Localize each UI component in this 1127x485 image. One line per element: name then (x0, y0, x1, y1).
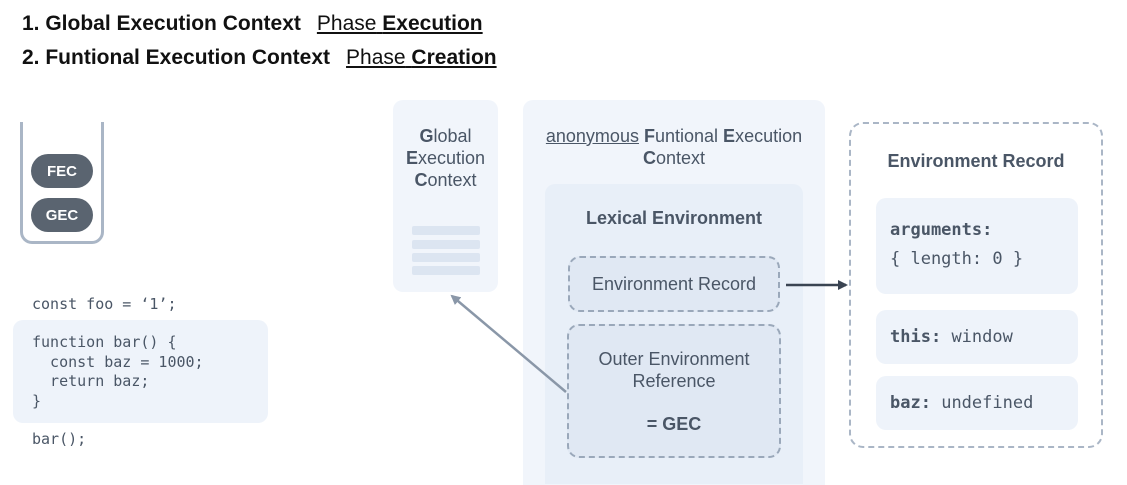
stack-item-gec: GEC (31, 198, 93, 232)
env-item-arguments: arguments: { length: 0 } (876, 198, 1078, 294)
env-value: window (951, 327, 1013, 347)
outer-environment-label: Outer Environment Reference (598, 349, 750, 391)
title-word: xecution (735, 126, 803, 146)
title-initial: C (414, 170, 428, 190)
heading-phase: Phase Creation (346, 46, 497, 69)
environment-record-panel: Environment Record arguments: { length: … (849, 122, 1103, 448)
code-function-bar: function bar() { const baz = 1000; retur… (32, 333, 204, 410)
gec-title: Global Execution Context (393, 125, 498, 191)
phase-word: Phase (316, 12, 377, 35)
lexical-environment-title: Lexical Environment (585, 208, 763, 228)
call-stack: FEC GEC (20, 122, 104, 244)
title-word: ontext (427, 170, 477, 190)
stack-item-fec: FEC (31, 154, 93, 188)
phase-word: Phase (346, 46, 406, 69)
title-word: lobal (433, 126, 472, 146)
lexical-environment-panel: Lexical Environment Environment Record O… (545, 184, 803, 484)
env-item-baz: baz: undefined (876, 376, 1078, 430)
title-initial: F (643, 126, 655, 146)
env-key: baz: (890, 393, 931, 413)
phase-value: Execution (382, 12, 483, 35)
title-word: ontext (655, 148, 706, 168)
env-item-this: this: window (876, 310, 1078, 364)
env-key: this: (890, 327, 942, 347)
heading-phase: Phase Execution (317, 12, 483, 35)
title-word: xecution (417, 148, 486, 168)
title-initial: G (419, 126, 434, 146)
title-word: untional (654, 126, 719, 146)
memory-line (412, 266, 480, 275)
heading-title: 2. Funtional Execution Context (22, 46, 331, 69)
memory-line (412, 240, 480, 249)
code-line-call: bar(); (32, 430, 87, 448)
title-initial: C (642, 148, 656, 168)
code-block-highlight (13, 320, 268, 423)
env-value: undefined (941, 393, 1034, 413)
environment-record-title: Environment Record (887, 151, 1065, 171)
env-value: { length: 0 } (890, 249, 1024, 269)
memory-line (412, 253, 480, 262)
env-key: arguments: (890, 220, 993, 240)
title-initial: E (405, 148, 418, 168)
title-initial: E (723, 126, 736, 146)
outer-environment-value: = GEC (646, 414, 702, 434)
environment-record-box: Environment Record (568, 256, 780, 312)
heading-functional-execution: 2. Funtional Execution Context Phase Crea… (22, 46, 497, 70)
memory-line (412, 226, 480, 235)
global-execution-context-panel: Global Execution Context (393, 100, 498, 292)
functional-execution-context-panel: anonymous Funtional Execution Context Le… (523, 100, 825, 485)
phase-value: Creation (411, 46, 497, 69)
heading-global-execution: 1. Global Execution Context Phase Executi… (22, 12, 483, 36)
arrow-outer-to-gec (450, 294, 567, 393)
fec-prefix: anonymous (545, 126, 639, 146)
outer-environment-reference-box: Outer Environment Reference = GEC (567, 324, 781, 458)
code-line-foo: const foo = ‘1’; (32, 295, 177, 313)
fec-title: anonymous Funtional Execution Context (523, 125, 825, 169)
heading-title: 1. Global Execution Context (22, 12, 301, 35)
